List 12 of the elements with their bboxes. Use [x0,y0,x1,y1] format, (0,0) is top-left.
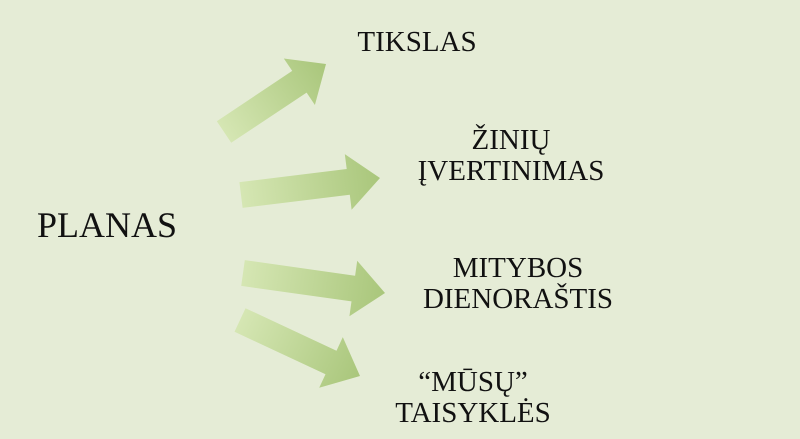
node-label: ŽINIŲ [472,125,550,156]
node-label: DIENORAŠTIS [422,284,614,315]
node-label: PLANAS [36,204,178,246]
node-label: “MŪSŲ” [418,367,528,398]
node-label: TIKSLAS [357,26,477,58]
block-arrow [239,154,380,210]
block-arrow [234,308,360,388]
node-label: TAISYKLĖS [395,398,551,429]
block-arrow [241,260,385,316]
node-label: MITYBOS [452,253,584,284]
node-label: ĮVERTINIMAS [418,156,604,187]
block-arrow [216,58,326,143]
